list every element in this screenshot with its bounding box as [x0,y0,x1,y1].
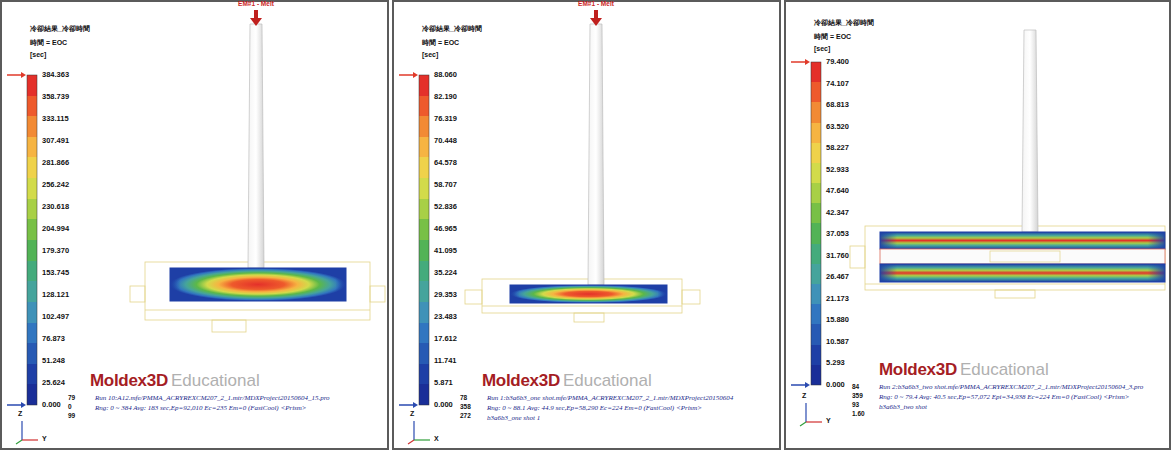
scale-value: 41.095 [434,246,457,256]
scale-value: 153.745 [42,268,69,278]
run-info: b3a6b3_two shot [879,402,927,412]
panel-three-art [791,30,1165,426]
unit-label: [sec] [814,45,830,52]
unit-label: [sec] [30,51,46,58]
run-info: Rng: 0 ~ 88.1 Avg: 44.9 sec,Ep=58,290 Ec… [487,403,702,413]
scale-value: 25.624 [42,378,65,388]
scale-value: 70.448 [434,136,457,146]
scale-value: 307.491 [42,136,69,146]
scale-value: 204.994 [42,224,69,234]
scale-value: 230.618 [42,202,69,212]
brand-logo: Moldex3D [879,360,957,380]
axis-label: Z [410,410,414,417]
scale-value: 358.739 [42,92,69,102]
scale-value: 179.370 [42,246,69,256]
inlet-label: EM#1 - Melt [238,0,274,7]
scale-value: 52.836 [434,202,457,212]
axis-label: Y [42,435,47,442]
scale-value: 0.000 [434,400,453,410]
mesh-count: 359 [852,391,863,400]
brand-edition: Educational [960,360,1049,380]
mesh-count: 272 [460,411,471,420]
scale-value: 58.227 [826,143,849,153]
result-panel: EM#1 - Melt 冷卻結果_冷卻時間時間 = EOC [sec] 88.060 8… [392,0,781,450]
scale-value: 10.587 [826,337,849,347]
mesh-count: 79 [68,393,75,402]
scale-value: 37.053 [826,229,849,239]
scale-value: 79.400 [826,57,849,67]
run-info: Rng: 0 ~ 79.4 Avg: 40.5 sec,Ep=57,072 Ep… [879,392,1130,402]
scale-value: 5.293 [826,358,845,368]
scale-value: 11.741 [434,356,457,366]
result-title: 冷卻結果_冷卻時間 [422,24,482,34]
scale-value: 47.640 [826,186,849,196]
panel-one-art [7,10,385,444]
time-label: 時間 = EOC [814,32,851,42]
scale-value: 0.000 [42,400,61,410]
scale-value: 51.248 [42,356,65,366]
run-info: Rng: 0 ~ 384 Avg: 183 sec,Ep=92,010 Ec=2… [95,403,307,413]
scale-value: 128.121 [42,290,69,300]
scale-value: 42.347 [826,208,849,218]
unit-label: [sec] [422,51,438,58]
run-info: Run 10:A12.mfe/PMMA_ACRYREXCM207_2_1.mtr… [95,393,330,403]
scale-value: 46.965 [434,224,457,234]
scale-value: 281.866 [42,158,69,168]
scale-value: 5.871 [434,378,453,388]
run-info: Run 1:b3a6b3_one shot.mfe/PMMA_ACRYREXCM… [487,393,733,403]
scale-value: 0.000 [826,380,845,390]
scale-value: 63.520 [826,122,849,132]
axis-label: X [434,435,439,442]
axis-label: Z [18,410,22,417]
scale-value: 76.873 [42,334,65,344]
brand-edition: Educational [171,371,260,391]
time-label: 時間 = EOC [30,38,67,48]
scale-value: 26.467 [826,272,849,282]
brand-logo: Moldex3D [90,371,168,391]
run-info: Run 2:b3a6b3_two shot.mfe/PMMA_ACRYREXCM… [879,382,1143,392]
panel-two-art [399,10,700,444]
time-label: 時間 = EOC [422,38,459,48]
run-info: b3a6b3_one shot 1 [487,413,540,423]
scale-value: 74.107 [826,79,849,89]
scale-value: 68.813 [826,100,849,110]
scale-value: 29.353 [434,290,457,300]
mesh-count: 93 [852,400,859,409]
scale-value: 23.483 [434,312,457,322]
scale-value: 333.115 [42,114,69,124]
axis-label: Z [802,392,806,399]
brand-edition: Educational [563,371,652,391]
axis-label: Y [826,417,831,424]
scale-value: 52.933 [826,165,849,175]
scale-value: 88.060 [434,70,457,80]
result-title: 冷卻結果_冷卻時間 [30,24,90,34]
mesh-count: 78 [460,393,467,402]
mesh-count: 0 [68,402,72,411]
scale-value: 64.578 [434,158,457,168]
scale-value: 102.497 [42,312,69,322]
scale-value: 82.190 [434,92,457,102]
mesh-count: 84 [852,382,859,391]
inlet-label: EM#1 - Melt [578,0,614,7]
scale-value: 31.760 [826,251,849,261]
result-panel: 冷卻結果_冷卻時間時間 = EOC [sec] 79.400 74.107 68.813… [784,0,1171,450]
scale-value: 35.224 [434,268,457,278]
scale-value: 384.363 [42,70,69,80]
mesh-count: 358 [460,402,471,411]
result-panel: EM#1 - Melt 冷卻結果_冷卻時間時間 = EOC [sec] 384.363… [0,0,389,450]
scale-value: 17.612 [434,334,457,344]
scale-value: 21.173 [826,294,849,304]
scale-value: 58.707 [434,180,457,190]
scale-value: 15.880 [826,315,849,325]
result-title: 冷卻結果_冷卻時間 [814,18,874,28]
scale-value: 76.319 [434,114,457,124]
brand-logo: Moldex3D [482,371,560,391]
mesh-count: 1.60 [852,409,865,418]
scale-value: 256.242 [42,180,69,190]
mesh-count: 99 [68,411,75,420]
